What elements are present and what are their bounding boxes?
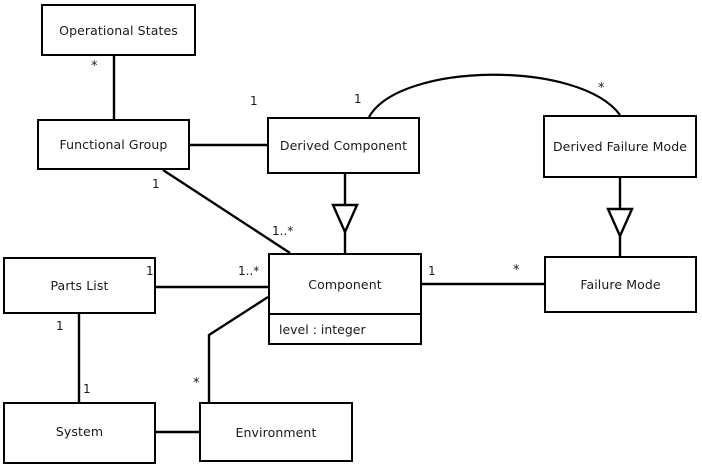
class-box-derived-failure-mode[interactable]: Derived Failure Mode [543,115,697,178]
class-box-failure-mode[interactable]: Failure Mode [544,256,697,313]
multiplicity-derived-component-left-end: 1 [250,94,258,108]
class-name-environment: Environment [235,424,317,440]
class-name-parts-list: Parts List [50,278,109,293]
multiplicity-component-left-end: 1..* [238,264,260,278]
class-attribute-component-level: level : integer [270,313,420,343]
class-box-component[interactable]: Component level : integer [268,253,422,345]
class-name-system: System [55,423,104,439]
class-name-failure-mode: Failure Mode [580,277,661,292]
multiplicity-functional-group-bottom-end: 1 [152,177,160,191]
edge-component-environment [207,295,269,402]
class-name-derived-component: Derived Component [279,138,408,153]
class-box-environment[interactable]: Environment [199,402,353,462]
multiplicity-failure-mode-left-end: * [513,263,520,278]
multiplicity-environment-top-end: * [193,376,200,391]
generalization-triangle-derived-failure-mode [606,207,634,239]
class-name-functional-group: Functional Group [59,137,168,152]
edge-functional-group-component [162,168,291,255]
multiplicity-component-right-end: 1 [428,264,436,278]
class-box-derived-component[interactable]: Derived Component [267,117,420,174]
multiplicity-derived-component-curve-end: 1 [354,92,362,106]
generalization-triangle-derived-component [331,203,359,235]
multiplicity-parts-list-bottom-end: 1 [56,319,64,333]
class-box-system[interactable]: System [3,402,156,464]
class-name-component: Component [308,276,382,292]
multiplicity-parts-list-right-end: 1 [146,264,154,278]
multiplicity-system-top-end: 1 [83,382,91,396]
edge-derived-component-derived-failure-mode [368,73,621,118]
multiplicity-operational-states-end: * [91,59,98,74]
class-name-derived-failure-mode: Derived Failure Mode [552,139,688,154]
class-box-parts-list[interactable]: Parts List [3,257,156,314]
class-box-functional-group[interactable]: Functional Group [37,119,190,170]
multiplicity-derived-failure-mode-curve-end: * [598,81,605,96]
class-box-operational-states[interactable]: Operational States [41,4,196,56]
class-name-operational-states: Operational States [59,22,178,38]
multiplicity-component-top-left-end: 1..* [272,224,294,238]
